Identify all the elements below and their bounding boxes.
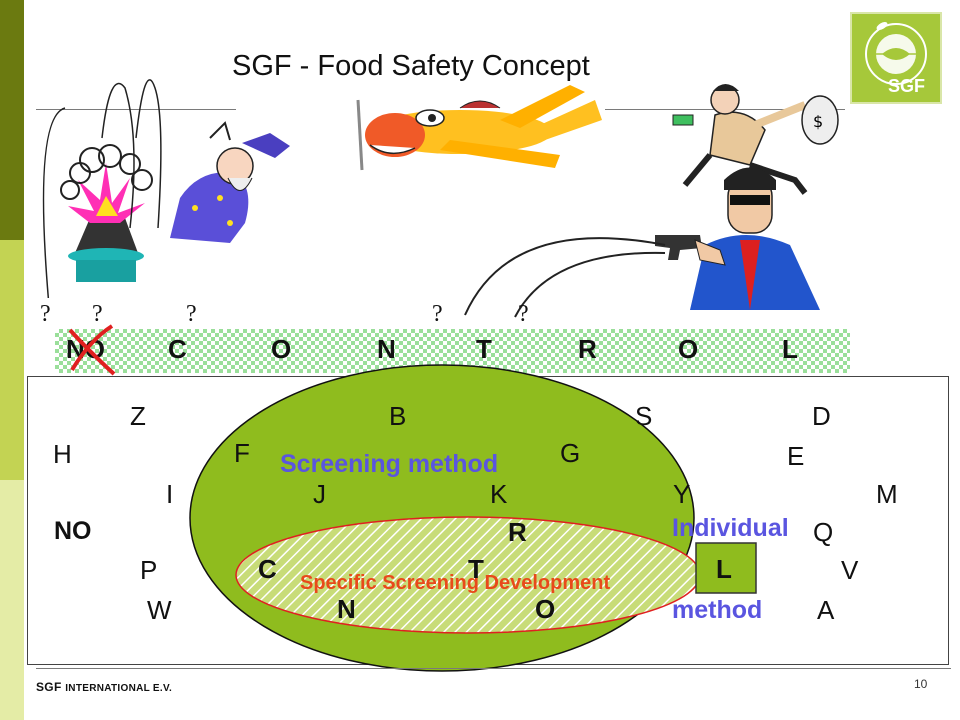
letter: B: [389, 401, 407, 431]
control-letter-t: T: [476, 334, 492, 364]
footer-org-rest: INTERNATIONAL E.V.: [65, 683, 173, 694]
thief-clipart-icon: $: [672, 84, 839, 195]
method-label: method: [672, 596, 763, 624]
control-letter-n: N: [377, 334, 396, 364]
question-mark: ?: [518, 301, 529, 327]
footer-org: SGF INTERNATIONAL E.V.: [36, 680, 172, 694]
sidebar-band-light: [0, 480, 24, 720]
letter: K: [490, 479, 508, 509]
control-letter-c: C: [168, 334, 187, 364]
letter: A: [817, 595, 835, 625]
sidebar-band-mid: [0, 240, 24, 480]
control-letter-o: O: [271, 334, 292, 364]
letter: I: [166, 479, 174, 509]
letter: V: [841, 555, 859, 585]
airplane-clipart-icon: [356, 85, 602, 171]
letter: J: [313, 479, 326, 509]
letter: N: [337, 594, 356, 624]
slide-title: SGF - Food Safety Concept: [232, 50, 590, 82]
letter: P: [140, 555, 158, 585]
control-letter-l: L: [782, 334, 798, 364]
individual-box: [695, 542, 757, 594]
letter: M: [876, 479, 898, 509]
letter: R: [508, 517, 527, 547]
letter: T: [468, 554, 484, 584]
letter: Q: [813, 517, 834, 547]
logo-text: SGF: [888, 76, 926, 96]
letter: W: [147, 595, 172, 625]
sgf-logo: SGF: [850, 12, 942, 104]
gunman-clipart-icon: [655, 167, 820, 310]
letter-no: NO: [54, 517, 92, 545]
letter: E: [787, 441, 805, 471]
red-cross-icon: [68, 324, 116, 376]
letter: C: [258, 554, 277, 584]
title-rule-left: [36, 109, 236, 110]
arc-lines-icon: [464, 237, 666, 318]
letter: F: [234, 438, 250, 468]
svg-text:$: $: [813, 112, 823, 131]
question-mark: ?: [40, 301, 51, 327]
letter: D: [812, 401, 831, 431]
specific-screening-label: Specific Screening Development: [300, 572, 611, 594]
letter: L: [716, 554, 732, 584]
letter: S: [635, 401, 653, 431]
letter: Y: [673, 479, 691, 509]
question-mark: ?: [432, 301, 443, 327]
letter: Z: [130, 401, 146, 431]
page-number: 10: [914, 677, 928, 691]
letter: O: [535, 594, 556, 624]
control-letter-o2: O: [678, 334, 699, 364]
individual-label: Individual: [672, 514, 789, 542]
sidebar-band-dark: [0, 0, 24, 240]
letter: G: [560, 438, 581, 468]
question-mark: ?: [92, 301, 103, 327]
control-letter-r: R: [578, 334, 597, 364]
footer-rule: [36, 668, 951, 669]
sgf-logo-icon: [865, 22, 927, 85]
letter: H: [53, 439, 72, 469]
screening-method-label: Screening method: [280, 450, 499, 478]
magician-clipart-icon: [42, 79, 290, 298]
question-mark: ?: [186, 301, 197, 327]
footer-org-name: SGF: [36, 680, 62, 694]
